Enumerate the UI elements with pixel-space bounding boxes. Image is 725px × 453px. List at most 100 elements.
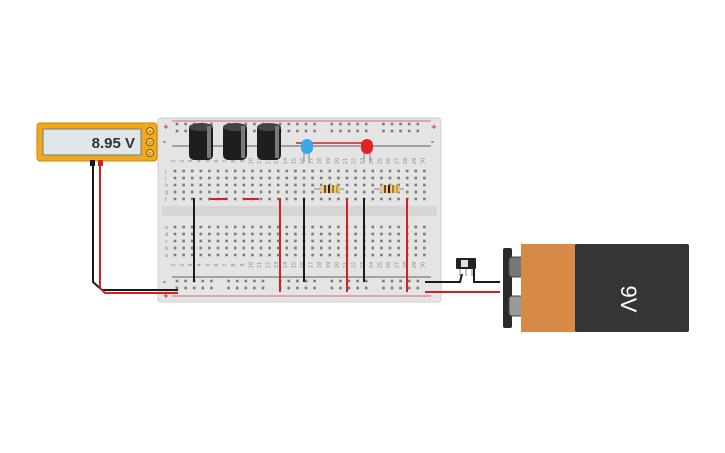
breadboard-hole[interactable] [328,239,332,243]
breadboard-hole[interactable] [354,190,357,194]
breadboard-hole[interactable] [311,176,314,180]
breadboard-hole[interactable] [416,122,420,126]
breadboard-hole[interactable] [259,197,263,201]
breadboard-hole[interactable] [208,246,211,250]
breadboard-hole[interactable] [210,286,213,290]
breadboard-hole[interactable] [276,232,280,236]
breadboard-hole[interactable] [399,122,402,126]
breadboard-hole[interactable] [356,286,359,290]
breadboard-hole[interactable] [242,169,246,173]
breadboard-hole[interactable] [397,176,400,180]
breadboard-hole[interactable] [253,279,256,283]
breadboard-hole[interactable] [311,232,314,236]
breadboard-hole[interactable] [423,253,426,257]
breadboard-hole[interactable] [423,239,426,243]
breadboard-hole[interactable] [397,239,400,243]
breadboard-hole[interactable] [380,253,383,257]
breadboard-hole[interactable] [347,286,351,290]
battery-negative-wire[interactable] [425,273,463,283]
breadboard-hole[interactable] [399,279,402,283]
breadboard-hole[interactable] [190,190,194,194]
breadboard-hole[interactable] [182,239,185,243]
breadboard-hole[interactable] [225,190,228,194]
breadboard-hole[interactable] [285,190,289,194]
breadboard-hole[interactable] [414,176,418,180]
breadboard-hole[interactable] [380,246,383,250]
breadboard-hole[interactable] [182,190,185,194]
breadboard-hole[interactable] [405,183,409,187]
breadboard-hole[interactable] [362,183,366,187]
breadboard-hole[interactable] [216,239,220,243]
breadboard-hole[interactable] [210,122,213,126]
breadboard-hole[interactable] [294,190,297,194]
breadboard-hole[interactable] [382,286,385,290]
breadboard-hole[interactable] [294,169,297,173]
breadboard-hole[interactable] [190,253,194,257]
breadboard-hole[interactable] [285,176,289,180]
breadboard-hole[interactable] [175,129,179,133]
breadboard-hole[interactable] [354,232,357,236]
breadboard-hole[interactable] [337,246,340,250]
meter-positive-lead[interactable] [99,163,178,294]
breadboard-hole[interactable] [294,183,297,187]
breadboard-hole[interactable] [173,232,177,236]
resistor[interactable] [374,185,404,193]
breadboard-hole[interactable] [414,169,418,173]
breadboard-hole[interactable] [259,225,263,229]
breadboard-hole[interactable] [233,232,237,236]
breadboard-hole[interactable] [233,190,237,194]
breadboard-hole[interactable] [268,169,271,173]
breadboard-hole[interactable] [416,286,420,290]
breadboard-hole[interactable] [311,246,314,250]
breadboard-hole[interactable] [287,122,291,126]
breadboard-hole[interactable] [414,232,418,236]
breadboard-hole[interactable] [184,279,187,283]
breadboard-hole[interactable] [190,183,194,187]
breadboard-hole[interactable] [182,253,185,257]
breadboard-hole[interactable] [364,129,368,133]
breadboard-hole[interactable] [319,169,323,173]
breadboard-hole[interactable] [328,225,332,229]
breadboard-hole[interactable] [259,176,263,180]
breadboard-hole[interactable] [405,169,409,173]
breadboard-hole[interactable] [364,286,368,290]
breadboard-hole[interactable] [364,122,368,126]
breadboard-hole[interactable] [208,239,211,243]
breadboard-hole[interactable] [285,253,289,257]
breadboard-hole[interactable] [233,183,237,187]
breadboard-hole[interactable] [225,225,228,229]
breadboard-hole[interactable] [380,239,383,243]
breadboard-hole[interactable] [371,197,375,201]
breadboard-hole[interactable] [216,246,220,250]
breadboard-hole[interactable] [354,176,357,180]
breadboard-hole[interactable] [371,190,375,194]
breadboard-hole[interactable] [388,239,392,243]
breadboard-hole[interactable] [173,176,177,180]
breadboard-hole[interactable] [285,246,289,250]
breadboard-hole[interactable] [414,239,418,243]
breadboard-hole[interactable] [294,253,297,257]
breadboard-hole[interactable] [371,253,375,257]
breadboard-hole[interactable] [311,183,314,187]
breadboard-hole[interactable] [294,239,297,243]
probe-connector-positive[interactable] [98,160,103,166]
breadboard-hole[interactable] [287,129,291,133]
breadboard-hole[interactable] [208,183,211,187]
breadboard-hole[interactable] [192,286,196,290]
breadboard-hole[interactable] [399,129,402,133]
breadboard-hole[interactable] [405,190,409,194]
red-led[interactable] [361,139,373,162]
breadboard-hole[interactable] [371,246,375,250]
breadboard-hole[interactable] [371,232,375,236]
breadboard-hole[interactable] [225,169,228,173]
breadboard-hole[interactable] [190,197,194,201]
breadboard-hole[interactable] [311,169,314,173]
breadboard-hole[interactable] [259,232,263,236]
breadboard-hole[interactable] [311,239,314,243]
breadboard-hole[interactable] [313,279,316,283]
breadboard-hole[interactable] [276,197,280,201]
breadboard-hole[interactable] [296,279,299,283]
breadboard-hole[interactable] [382,129,385,133]
breadboard-hole[interactable] [416,279,420,283]
